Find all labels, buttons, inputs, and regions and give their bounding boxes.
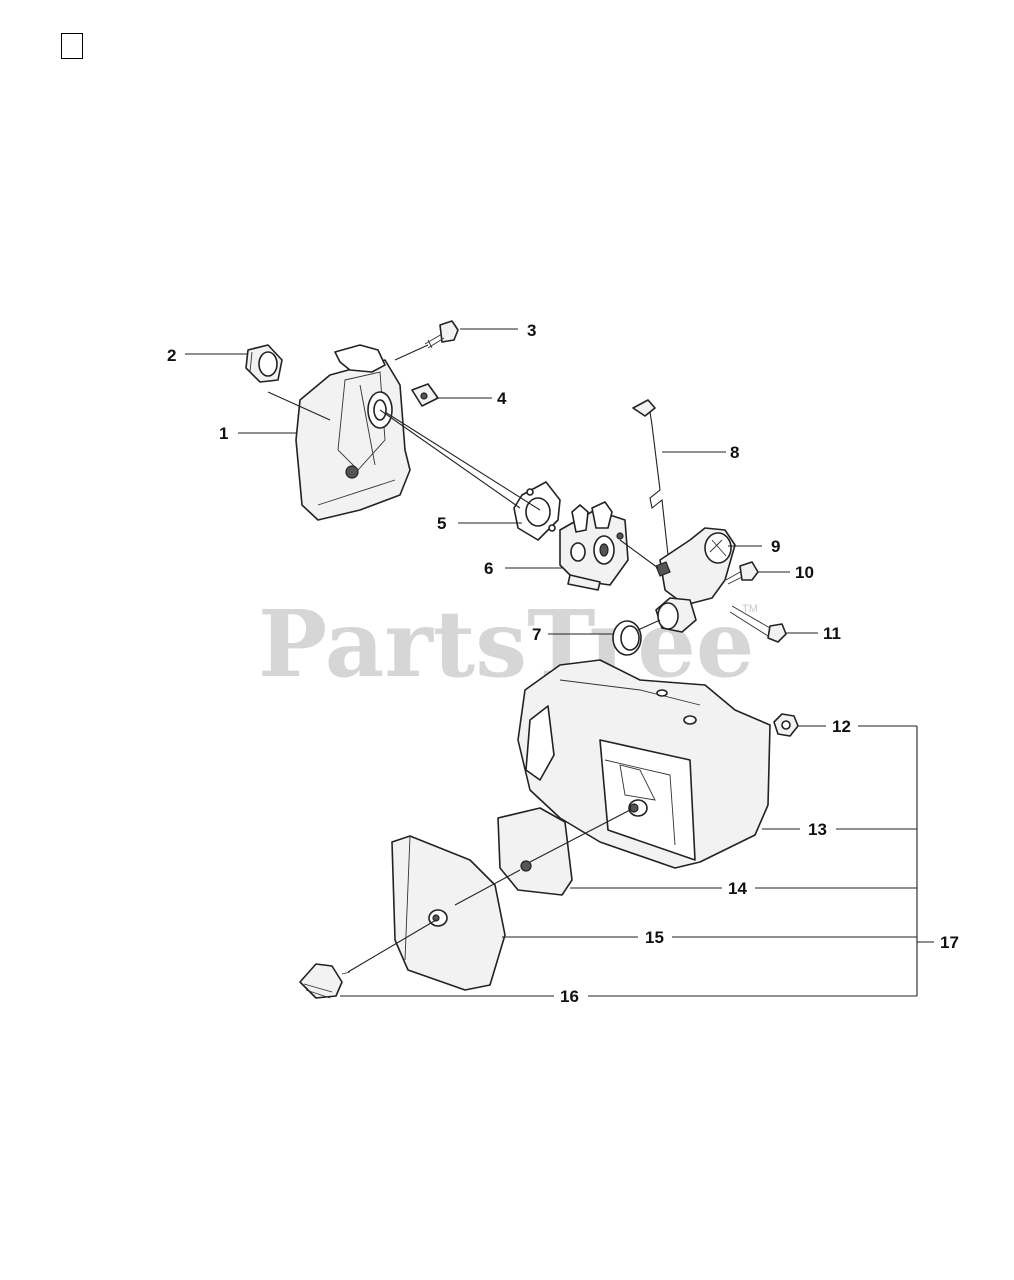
callout-15[interactable]: 15 — [645, 928, 664, 947]
part-7-ring[interactable] — [612, 620, 642, 656]
callout-10[interactable]: 10 — [795, 563, 814, 582]
callout-13[interactable]: 13 — [808, 820, 827, 839]
callout-2[interactable]: 2 — [167, 346, 176, 365]
part-6-carburetor[interactable] — [559, 501, 629, 591]
part-5-gasket[interactable] — [513, 481, 561, 541]
part-1-cover-plate[interactable] — [295, 344, 411, 521]
part-15-filter-cover[interactable] — [391, 835, 506, 991]
callout-8[interactable]: 8 — [730, 443, 739, 462]
callout-7[interactable]: 7 — [532, 625, 541, 644]
callout-3[interactable]: 3 — [527, 321, 536, 340]
callout-16[interactable]: 16 — [560, 987, 579, 1006]
corner-checkbox — [61, 33, 83, 59]
part-3-screw[interactable] — [424, 320, 459, 349]
assembly-lines — [267, 344, 661, 973]
callout-1[interactable]: 1 — [219, 424, 228, 443]
callout-labels: 1 2 3 4 5 6 7 8 9 10 11 12 13 14 15 16 1… — [167, 321, 959, 1006]
part-12-nut[interactable] — [773, 713, 799, 737]
callout-17[interactable]: 17 — [940, 933, 959, 952]
part-8-choke-rod[interactable] — [632, 399, 669, 556]
part-14-filter-element[interactable] — [497, 807, 573, 896]
callout-6[interactable]: 6 — [484, 559, 493, 578]
leader-lines — [185, 328, 934, 997]
callout-14[interactable]: 14 — [728, 879, 747, 898]
part-11-long-screw[interactable] — [729, 605, 787, 643]
callout-9[interactable]: 9 — [771, 537, 780, 556]
callout-11[interactable]: 11 — [823, 624, 841, 643]
callout-12[interactable]: 12 — [832, 717, 851, 736]
callout-5[interactable]: 5 — [437, 514, 446, 533]
part-2-grommet[interactable] — [245, 344, 283, 383]
part-13-filter-housing[interactable] — [517, 659, 771, 869]
part-10-screw[interactable] — [725, 561, 759, 585]
part-9-intake-manifold[interactable] — [655, 527, 736, 633]
watermark-trademark: TM — [742, 603, 758, 615]
part-16-knob[interactable] — [299, 963, 351, 999]
part-4-nut[interactable] — [411, 383, 439, 407]
callout-4[interactable]: 4 — [497, 389, 507, 408]
